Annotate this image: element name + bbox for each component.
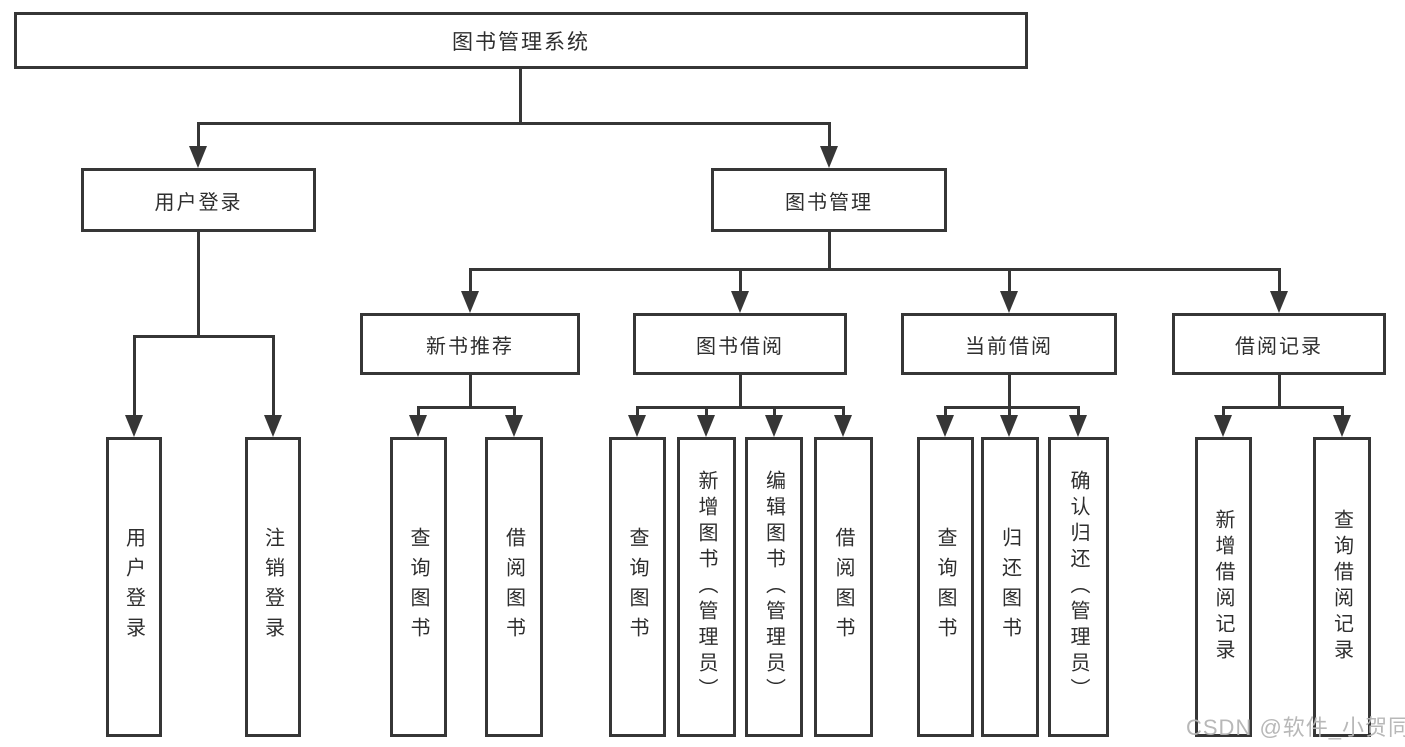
node-root: 图书管理系统 xyxy=(14,12,1028,69)
node-current-borrow: 当前借阅 xyxy=(901,313,1117,375)
connector-drop xyxy=(842,406,845,418)
arrowhead-icon xyxy=(125,415,143,437)
connector-book-borrow-stem xyxy=(739,375,742,409)
connector-current-borrow-stem xyxy=(1008,375,1011,409)
leaf-logout-label: 注销登录 xyxy=(261,527,284,647)
connector-new-book-rec-branch xyxy=(417,406,516,409)
leaf-return-book: 归还图书 xyxy=(981,437,1039,737)
connector-borrow-records-drop xyxy=(1278,268,1281,293)
leaf-query-book-current: 查询图书 xyxy=(917,437,974,737)
arrowhead-icon xyxy=(697,415,715,437)
arrowhead-icon xyxy=(1270,291,1288,313)
connector-drop xyxy=(513,406,516,418)
leaf-edit-book-label: 编辑图书（管理员） xyxy=(762,470,785,704)
connector-new-book-rec-drop xyxy=(469,268,472,293)
leaf-query-record: 查询借阅记录 xyxy=(1313,437,1371,737)
leaf-add-record-label: 新增借阅记录 xyxy=(1212,509,1234,665)
connector-book-borrow-drop xyxy=(739,268,742,293)
node-borrow-records-label: 借阅记录 xyxy=(1235,335,1323,358)
node-book-borrow: 图书借阅 xyxy=(633,313,847,375)
leaf-confirm-return-label: 确认归还（管理员） xyxy=(1067,470,1089,704)
arrowhead-icon xyxy=(1214,415,1232,437)
node-new-book-rec-label: 新书推荐 xyxy=(426,335,514,358)
connector-borrow-records-stem xyxy=(1278,375,1281,409)
leaf-user-login: 用户登录 xyxy=(106,437,162,737)
leaf-return-book-label: 归还图书 xyxy=(998,527,1021,647)
connector-drop xyxy=(1008,406,1011,418)
connector-book-mgmt-stem xyxy=(828,232,831,269)
leaf-query-book-rec: 查询图书 xyxy=(390,437,447,737)
leaf-borrow-book-borrow-label: 借阅图书 xyxy=(832,527,854,647)
connector-borrow-records-branch xyxy=(1222,406,1344,409)
node-book-mgmt: 图书管理 xyxy=(711,168,947,232)
arrowhead-icon xyxy=(731,291,749,313)
arrowhead-icon xyxy=(834,415,852,437)
csdn-watermark: CSDN @软件_小贺同学 xyxy=(1186,715,1405,740)
connector-current-borrow-drop xyxy=(1008,268,1011,293)
leaf-add-record: 新增借阅记录 xyxy=(1195,437,1252,737)
connector-book-mgmt-drop xyxy=(828,122,831,148)
leaf-borrow-book-borrow: 借阅图书 xyxy=(814,437,873,737)
leaf-edit-book: 编辑图书（管理员） xyxy=(745,437,803,737)
leaf-query-record-label: 查询借阅记录 xyxy=(1330,509,1353,665)
leaf-confirm-return: 确认归还（管理员） xyxy=(1048,437,1109,737)
connector-level3-branch xyxy=(469,268,1281,271)
node-user-login-label: 用户登录 xyxy=(154,191,243,214)
arrowhead-icon xyxy=(936,415,954,437)
connector-drop xyxy=(1222,406,1225,418)
arrowhead-icon xyxy=(1333,415,1351,437)
arrowhead-icon xyxy=(1000,291,1018,313)
arrowhead-icon xyxy=(820,146,838,168)
arrowhead-icon xyxy=(461,291,479,313)
arrowhead-icon xyxy=(409,415,427,437)
connector-leaf-user-login-drop xyxy=(133,335,136,417)
node-book-mgmt-label: 图书管理 xyxy=(785,191,873,214)
connector-drop xyxy=(944,406,947,418)
arrowhead-icon xyxy=(1000,415,1018,437)
connector-root-stem xyxy=(519,69,522,122)
connector-user-login-drop xyxy=(197,122,200,148)
connector-level2-branch xyxy=(197,122,831,125)
arrowhead-icon xyxy=(765,415,783,437)
connector-drop xyxy=(1077,406,1080,418)
arrowhead-icon xyxy=(505,415,523,437)
connector-drop xyxy=(773,406,776,418)
node-borrow-records: 借阅记录 xyxy=(1172,313,1386,375)
connector-drop xyxy=(705,406,708,418)
arrowhead-icon xyxy=(1069,415,1087,437)
connector-user-login-branch xyxy=(133,335,275,338)
leaf-add-book-label: 新增图书（管理员） xyxy=(695,470,717,704)
connector-drop xyxy=(417,406,420,418)
connector-leaf-logout-drop xyxy=(272,335,275,417)
leaf-borrow-book-rec: 借阅图书 xyxy=(485,437,543,737)
connector-user-login-stem xyxy=(197,232,200,335)
node-current-borrow-label: 当前借阅 xyxy=(965,335,1053,358)
arrowhead-icon xyxy=(189,146,207,168)
connector-drop xyxy=(1341,406,1344,418)
leaf-query-book-current-label: 查询图书 xyxy=(934,527,956,647)
leaf-query-book-rec-label: 查询图书 xyxy=(407,527,429,647)
connector-drop xyxy=(636,406,639,418)
leaf-add-book: 新增图书（管理员） xyxy=(677,437,736,737)
leaf-query-book-borrow-label: 查询图书 xyxy=(626,527,648,647)
node-root-label: 图书管理系统 xyxy=(452,30,590,54)
node-user-login: 用户登录 xyxy=(81,168,316,232)
connector-current-borrow-branch xyxy=(944,406,1080,409)
arrowhead-icon xyxy=(628,415,646,437)
leaf-logout: 注销登录 xyxy=(245,437,301,737)
arrowhead-icon xyxy=(264,415,282,437)
leaf-borrow-book-rec-label: 借阅图书 xyxy=(502,527,525,647)
connector-new-book-rec-stem xyxy=(469,375,472,409)
node-book-borrow-label: 图书借阅 xyxy=(696,335,784,358)
connector-book-borrow-branch xyxy=(636,406,844,409)
node-new-book-rec: 新书推荐 xyxy=(360,313,580,375)
leaf-query-book-borrow: 查询图书 xyxy=(609,437,666,737)
leaf-user-login-label: 用户登录 xyxy=(122,527,145,647)
